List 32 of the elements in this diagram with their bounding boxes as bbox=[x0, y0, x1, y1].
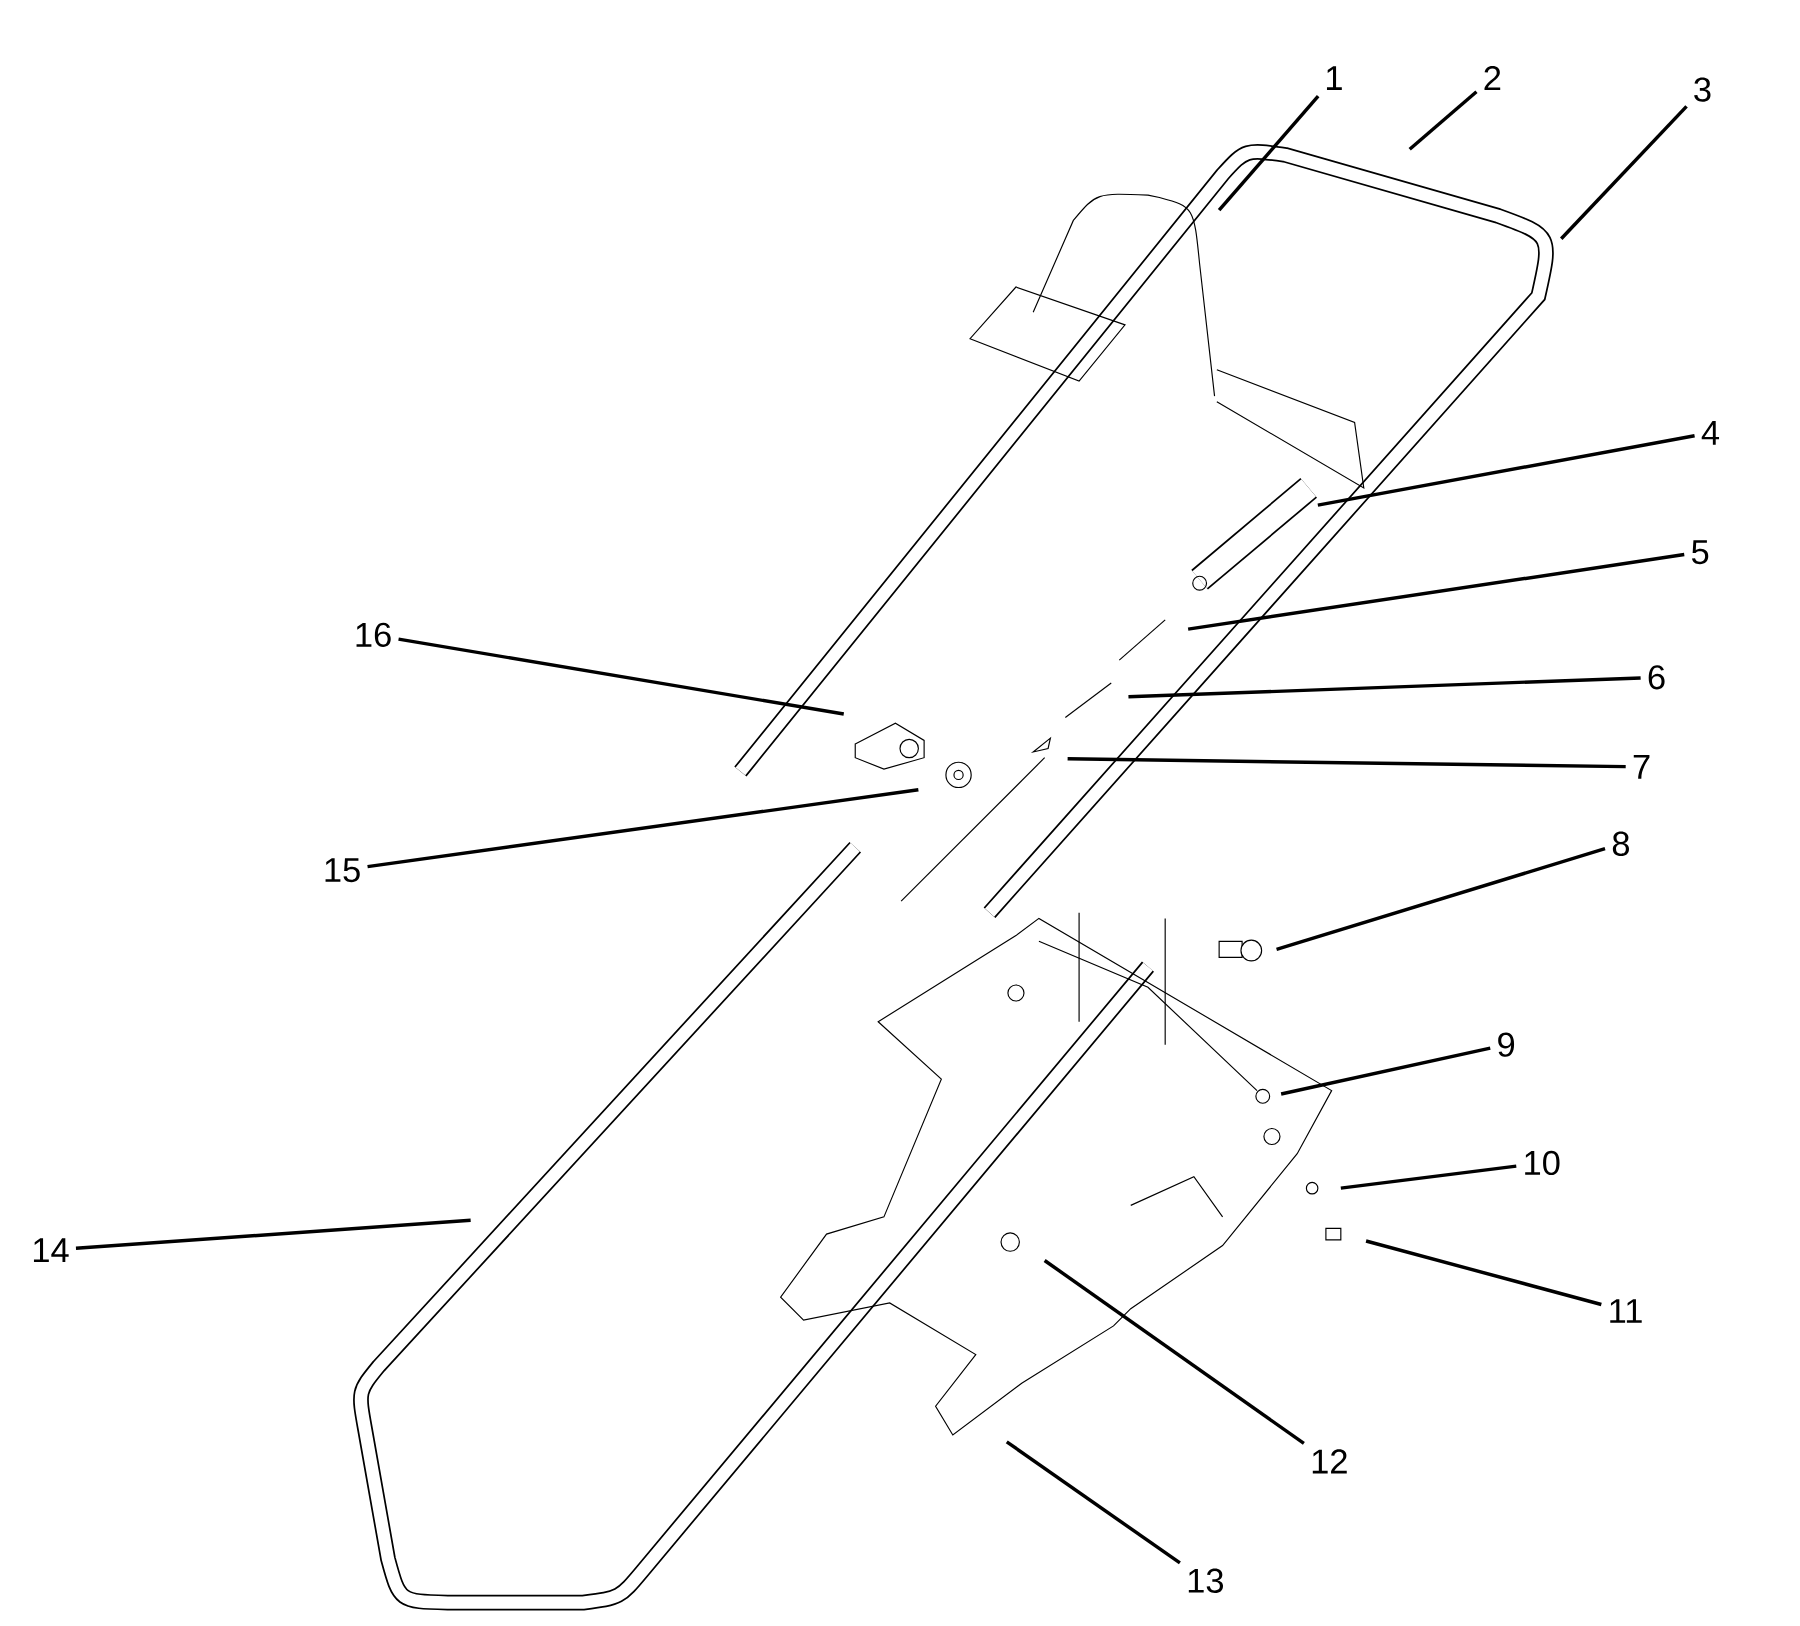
callout-number: 7 bbox=[1633, 755, 1650, 779]
callout-number: 8 bbox=[1612, 831, 1629, 857]
leader-line bbox=[1128, 676, 1641, 699]
callout-number: 13 bbox=[1188, 1568, 1223, 1594]
callout-number: 1 bbox=[1326, 66, 1342, 91]
callout-number: 6 bbox=[1648, 665, 1665, 690]
callout-number: 16 bbox=[356, 622, 391, 648]
leader-line bbox=[1340, 1164, 1517, 1191]
callout-number: 4 bbox=[1701, 421, 1720, 445]
callout-number: 15 bbox=[325, 858, 360, 883]
leader-line bbox=[1280, 1046, 1491, 1096]
callout-number: 2 bbox=[1484, 66, 1501, 91]
leader-line bbox=[1005, 1440, 1181, 1565]
leader-line bbox=[1276, 847, 1606, 952]
callout-number: 11 bbox=[1610, 1299, 1642, 1324]
callout-number: 14 bbox=[33, 1238, 69, 1263]
callout-number: 3 bbox=[1694, 77, 1711, 102]
leader-line bbox=[1560, 105, 1688, 241]
leader-line bbox=[1043, 1259, 1305, 1446]
callout-number: 10 bbox=[1525, 1150, 1560, 1176]
leader-line bbox=[398, 637, 845, 716]
leader-line bbox=[1187, 553, 1685, 632]
leader-line bbox=[1317, 434, 1695, 508]
leader-line bbox=[1365, 1239, 1602, 1307]
callout-number: 5 bbox=[1691, 540, 1709, 565]
leader-line bbox=[367, 788, 919, 869]
leader-line bbox=[1067, 757, 1626, 769]
leader-line bbox=[1217, 95, 1320, 212]
leader-line bbox=[1408, 90, 1478, 151]
leader-line bbox=[75, 1218, 471, 1251]
callout-number: 12 bbox=[1312, 1449, 1347, 1474]
callout-number: 9 bbox=[1498, 1032, 1515, 1058]
